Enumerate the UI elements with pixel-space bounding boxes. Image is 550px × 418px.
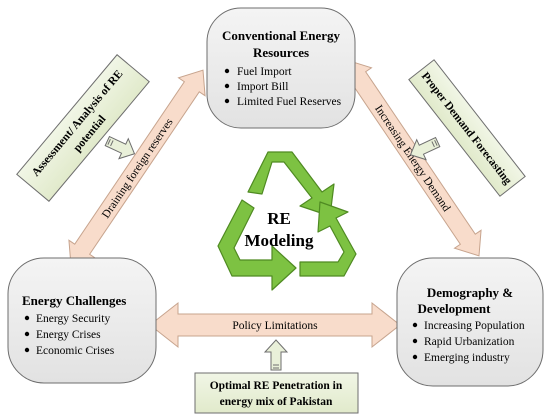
node-left-title: Energy Challenges — [22, 293, 126, 308]
side-bottom-pointer-arrow — [263, 339, 289, 371]
bullet-icon — [224, 83, 230, 89]
bullet-icon — [224, 68, 230, 74]
recycle-arrow-left — [217, 199, 297, 291]
node-energy-challenges: Energy Challenges Energy Security Energy… — [7, 257, 157, 384]
bullet-icon — [224, 98, 230, 104]
node-left-item-2: Energy Crises — [36, 329, 101, 341]
node-conventional-energy: Conventional Energy Resources Fuel Impor… — [206, 7, 356, 129]
recycle-arrow-top — [247, 151, 335, 217]
center-label-line-2: Modeling — [245, 231, 314, 250]
node-left-item-1: Energy Security — [36, 313, 110, 325]
node-top-title-2: Resources — [253, 45, 309, 60]
node-right-title-1: Demography & — [427, 285, 513, 300]
node-right-title-2: Development — [418, 301, 492, 316]
recycle-icon — [217, 151, 357, 291]
bullet-icon — [24, 315, 30, 321]
node-top-item-1: Fuel Import — [237, 66, 292, 78]
recycle-arrow-right — [299, 201, 357, 277]
bottom-arrow-label: Policy Limitations — [232, 320, 318, 332]
bullet-icon — [412, 322, 418, 328]
node-top-item-3: Limited Fuel Reserves — [237, 96, 342, 108]
bullet-icon — [412, 338, 418, 344]
node-top-item-2: Import Bill — [237, 81, 288, 93]
side-left-pointer-arrow — [104, 135, 136, 160]
left-diagonal-arrow-label: Draining foreign reserves — [100, 116, 176, 221]
side-bottom-line-2: energy mix of Pakistan — [220, 396, 333, 408]
bullet-icon — [24, 347, 30, 353]
node-right-item-3: Emerging industry — [424, 352, 510, 364]
node-left-item-3: Economic Crises — [36, 345, 115, 357]
node-right-item-1: Increasing Population — [424, 320, 525, 332]
bottom-arrow: Policy Limitations — [149, 301, 401, 349]
node-top-title-1: Conventional Energy — [222, 28, 341, 43]
node-demography-development: Demography & Development Increasing Popu… — [396, 257, 544, 387]
bullet-icon — [412, 354, 418, 360]
node-right-item-2: Rapid Urbanization — [424, 336, 515, 348]
side-box-optimal-penetration: Optimal RE Penetration in energy mix of … — [194, 372, 359, 414]
center-label-line-1: RE — [267, 209, 291, 228]
side-bottom-line-1: Optimal RE Penetration in — [210, 380, 343, 392]
side-right-line-1: Proper Demand Forecasting — [419, 70, 514, 187]
bullet-icon — [24, 331, 30, 337]
side-right-pointer-arrow — [409, 136, 441, 161]
